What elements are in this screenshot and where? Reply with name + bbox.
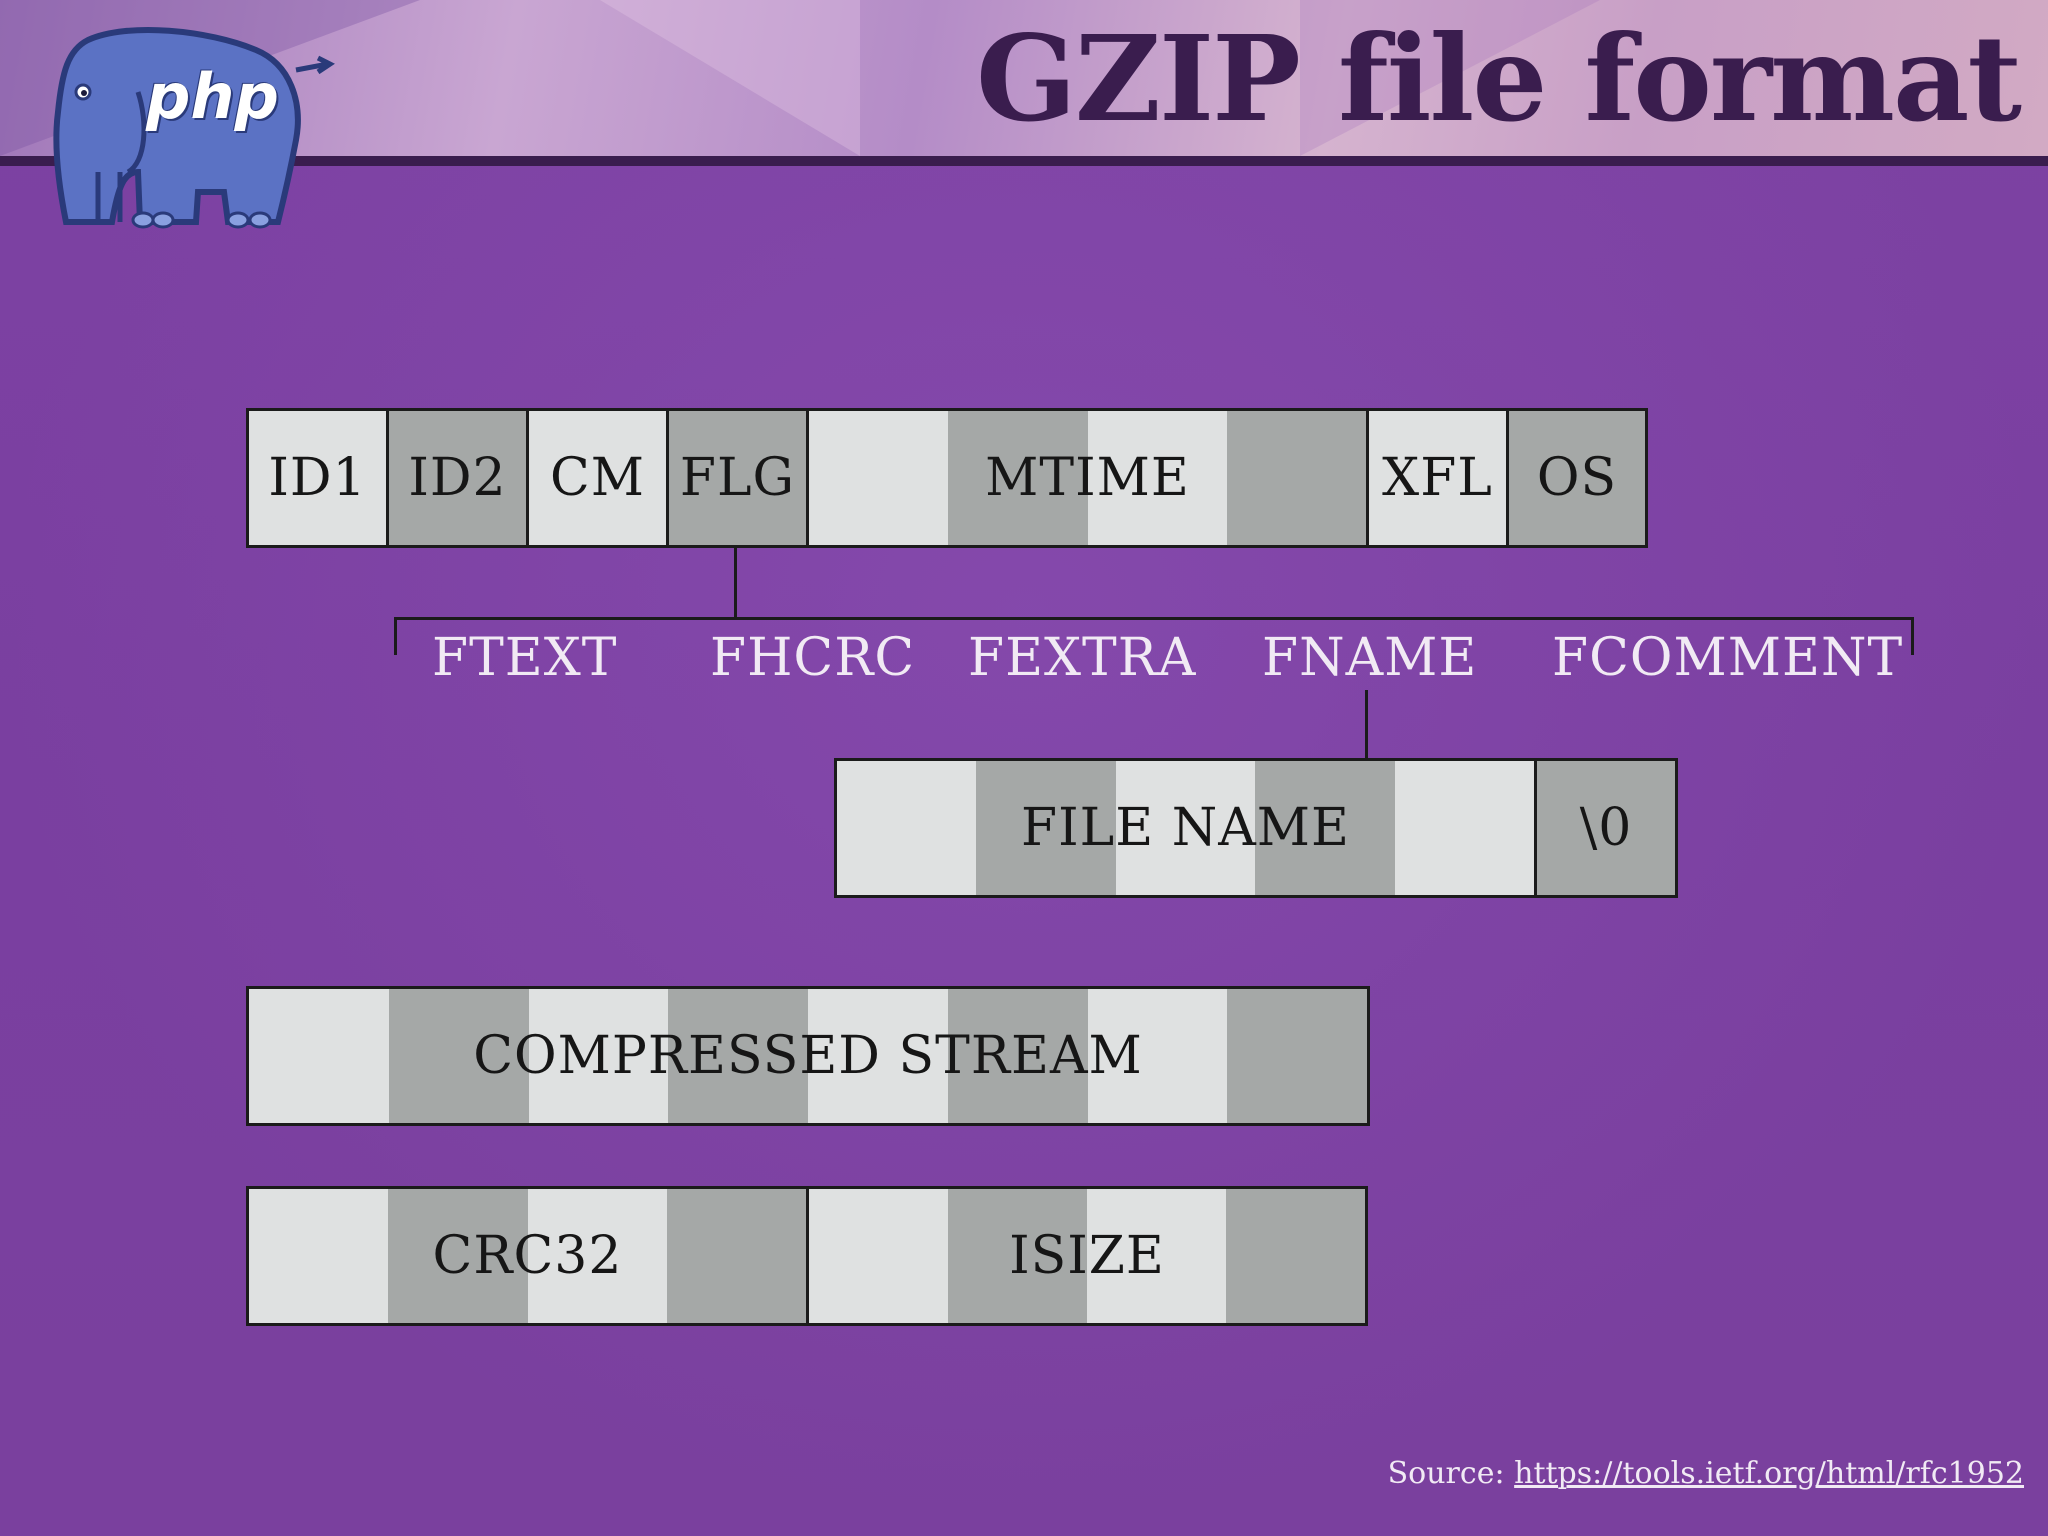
flag-fname: FNAME [1262, 628, 1478, 688]
filename-block: FILE NAME \0 [834, 758, 1678, 898]
header-divider [0, 156, 2048, 166]
flag-fcomment: FCOMMENT [1552, 628, 1904, 688]
php-elephant-logo: php [28, 22, 348, 242]
trailer-block: CRC32 ISIZE [246, 1186, 1368, 1326]
header-band [0, 0, 2048, 156]
field-xfl: XFL [1369, 411, 1509, 545]
field-os: OS [1509, 411, 1645, 545]
field-flg: FLG [669, 411, 809, 545]
flags-bracket-left [394, 617, 397, 655]
source-link[interactable]: https://tools.ietf.org/html/rfc1952 [1514, 1456, 2024, 1491]
filename-label: FILE NAME [1021, 798, 1350, 858]
field-id1-label: ID1 [268, 448, 367, 508]
flag-fhcrc: FHCRC [710, 628, 916, 688]
field-os-label: OS [1536, 448, 1618, 508]
field-isize: ISIZE [809, 1189, 1365, 1323]
flags-bracket-top [394, 617, 1914, 620]
flag-ftext: FTEXT [432, 628, 618, 688]
field-mtime-stripes [809, 411, 1366, 545]
crc32-stripes [249, 1189, 806, 1323]
flag-fextra: FEXTRA [968, 628, 1197, 688]
field-mtime: MTIME [809, 411, 1369, 545]
php-logo-text: php [146, 60, 279, 133]
flg-connector-line [734, 548, 737, 618]
field-id2-label: ID2 [408, 448, 507, 508]
field-crc32-label: CRC32 [432, 1226, 623, 1286]
field-mtime-label: MTIME [985, 448, 1190, 508]
filename-terminator-label: \0 [1579, 798, 1633, 858]
isize-stripes [809, 1189, 1365, 1323]
field-xfl-label: XFL [1382, 448, 1493, 508]
compressed-stream-label: COMPRESSED STREAM [473, 1026, 1143, 1086]
flags-bracket-right [1911, 617, 1914, 655]
fname-connector-line [1365, 690, 1368, 760]
filename-stripes [837, 761, 1535, 895]
field-cm: CM [529, 411, 669, 545]
compressed-stream-field: COMPRESSED STREAM [249, 989, 1367, 1123]
source-label: Source: [1387, 1456, 1505, 1491]
header-fields-row: ID1 ID2 CM FLG MTIME XFL OS [246, 408, 1648, 548]
filename-field: FILE NAME [837, 761, 1537, 895]
page-title: GZIP file format [976, 9, 2022, 148]
compressed-stream-block: COMPRESSED STREAM [246, 986, 1370, 1126]
source-citation: Source: https://tools.ietf.org/html/rfc1… [1388, 1456, 2024, 1491]
field-id1: ID1 [249, 411, 389, 545]
field-crc32: CRC32 [249, 1189, 809, 1323]
field-isize-label: ISIZE [1009, 1226, 1165, 1286]
filename-terminator: \0 [1537, 761, 1675, 895]
field-flg-label: FLG [679, 448, 796, 508]
field-cm-label: CM [549, 448, 646, 508]
field-id2: ID2 [389, 411, 529, 545]
compressed-stream-stripes [249, 989, 1367, 1123]
